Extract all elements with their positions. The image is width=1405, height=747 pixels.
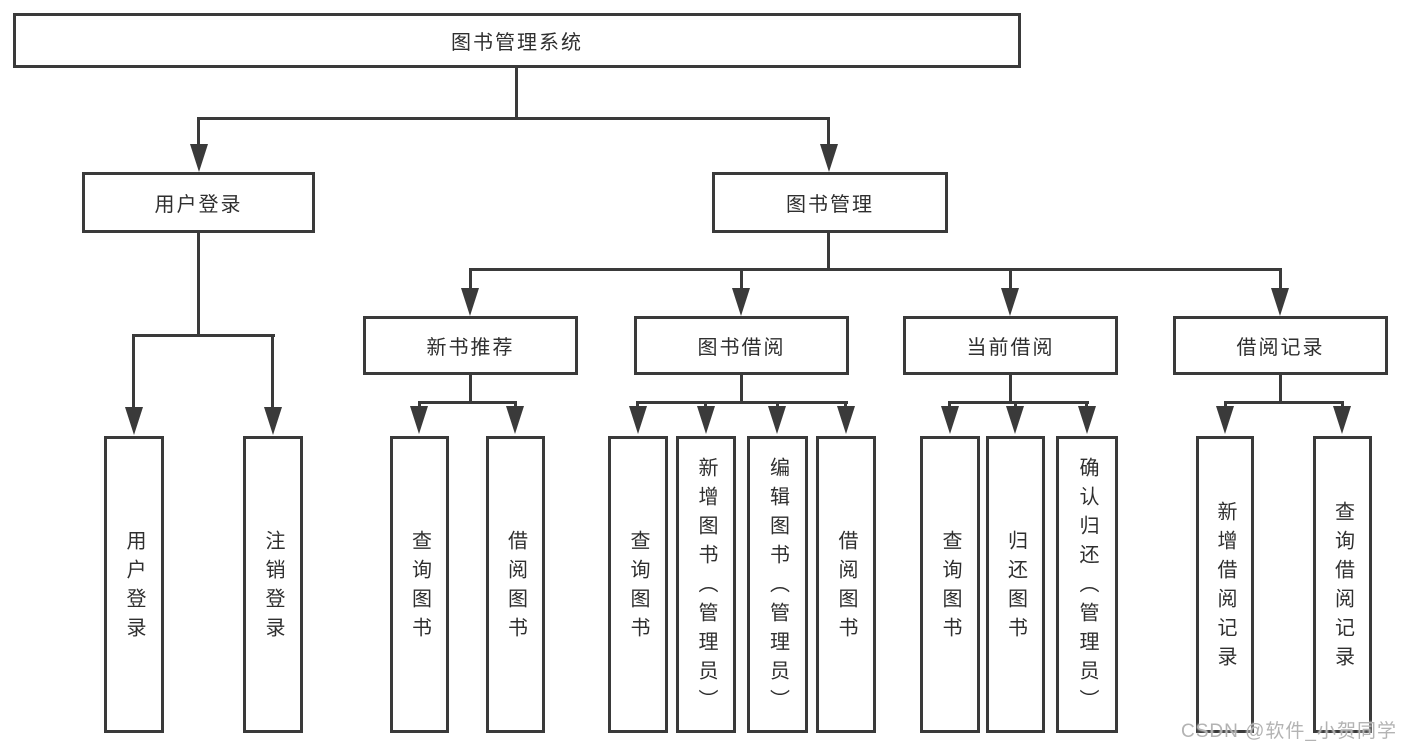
csdn-watermark: CSDN @软件_小贺同学 (1181, 721, 1397, 742)
connector-line (1224, 401, 1344, 404)
leaf-cb-return-books: 归还图书 (986, 436, 1045, 733)
arrow-down-icon (506, 406, 524, 434)
connector-line (132, 334, 275, 337)
arrow-down-icon (629, 406, 647, 434)
connector-line (469, 375, 472, 403)
connector-line (469, 271, 472, 290)
node-new-book-recommend: 新书推荐 (363, 316, 578, 375)
leaf-br-add-record: 新增借阅记录 (1196, 436, 1254, 733)
connector-line (469, 268, 1282, 271)
connector-line (197, 117, 830, 120)
connector-line (271, 337, 274, 409)
node-book-borrow: 图书借阅 (634, 316, 849, 375)
leaf-user-login: 用户登录 (104, 436, 164, 733)
node-user-login: 用户登录 (82, 172, 315, 233)
arrow-down-icon (125, 407, 143, 435)
arrow-down-icon (1078, 406, 1096, 434)
arrow-down-icon (1271, 288, 1289, 316)
leaf-nb-borrow-books: 借阅图书 (486, 436, 545, 733)
node-borrow-records: 借阅记录 (1173, 316, 1388, 375)
connector-line (636, 401, 848, 404)
leaf-nb-query-books: 查询图书 (390, 436, 449, 733)
arrow-down-icon (1216, 406, 1234, 434)
arrow-down-icon (1333, 406, 1351, 434)
connector-line (418, 401, 517, 404)
leaf-bb-borrow-books: 借阅图书 (816, 436, 876, 733)
leaf-cb-confirm-return-admin: 确认归还（管理员） (1056, 436, 1118, 733)
node-library-system: 图书管理系统 (13, 13, 1021, 68)
arrow-down-icon (837, 406, 855, 434)
connector-line (1279, 375, 1282, 403)
connector-line (827, 233, 830, 271)
leaf-cb-query-books: 查询图书 (920, 436, 980, 733)
connector-line (948, 401, 1089, 404)
arrow-down-icon (697, 406, 715, 434)
connector-line (1009, 271, 1012, 290)
connector-line (515, 68, 518, 120)
arrow-down-icon (461, 288, 479, 316)
connector-line (827, 120, 830, 146)
connector-line (132, 337, 135, 409)
connector-line (1279, 271, 1282, 290)
leaf-bb-query-books: 查询图书 (608, 436, 668, 733)
arrow-down-icon (941, 406, 959, 434)
connector-line (1009, 375, 1012, 403)
arrow-down-icon (1001, 288, 1019, 316)
leaf-br-query-record: 查询借阅记录 (1313, 436, 1372, 733)
leaf-logout: 注销登录 (243, 436, 303, 733)
leaf-bb-add-books-admin: 新增图书（管理员） (676, 436, 736, 733)
connector-line (740, 375, 743, 403)
arrow-down-icon (264, 407, 282, 435)
arrow-down-icon (1006, 406, 1024, 434)
arrow-down-icon (732, 288, 750, 316)
arrow-down-icon (768, 406, 786, 434)
node-current-borrow: 当前借阅 (903, 316, 1118, 375)
arrow-down-icon (190, 144, 208, 172)
node-book-management: 图书管理 (712, 172, 948, 233)
arrow-down-icon (820, 144, 838, 172)
arrow-down-icon (410, 406, 428, 434)
leaf-bb-edit-books-admin: 编辑图书（管理员） (747, 436, 808, 733)
connector-line (197, 233, 200, 336)
connector-line (197, 120, 200, 146)
connector-line (740, 271, 743, 290)
